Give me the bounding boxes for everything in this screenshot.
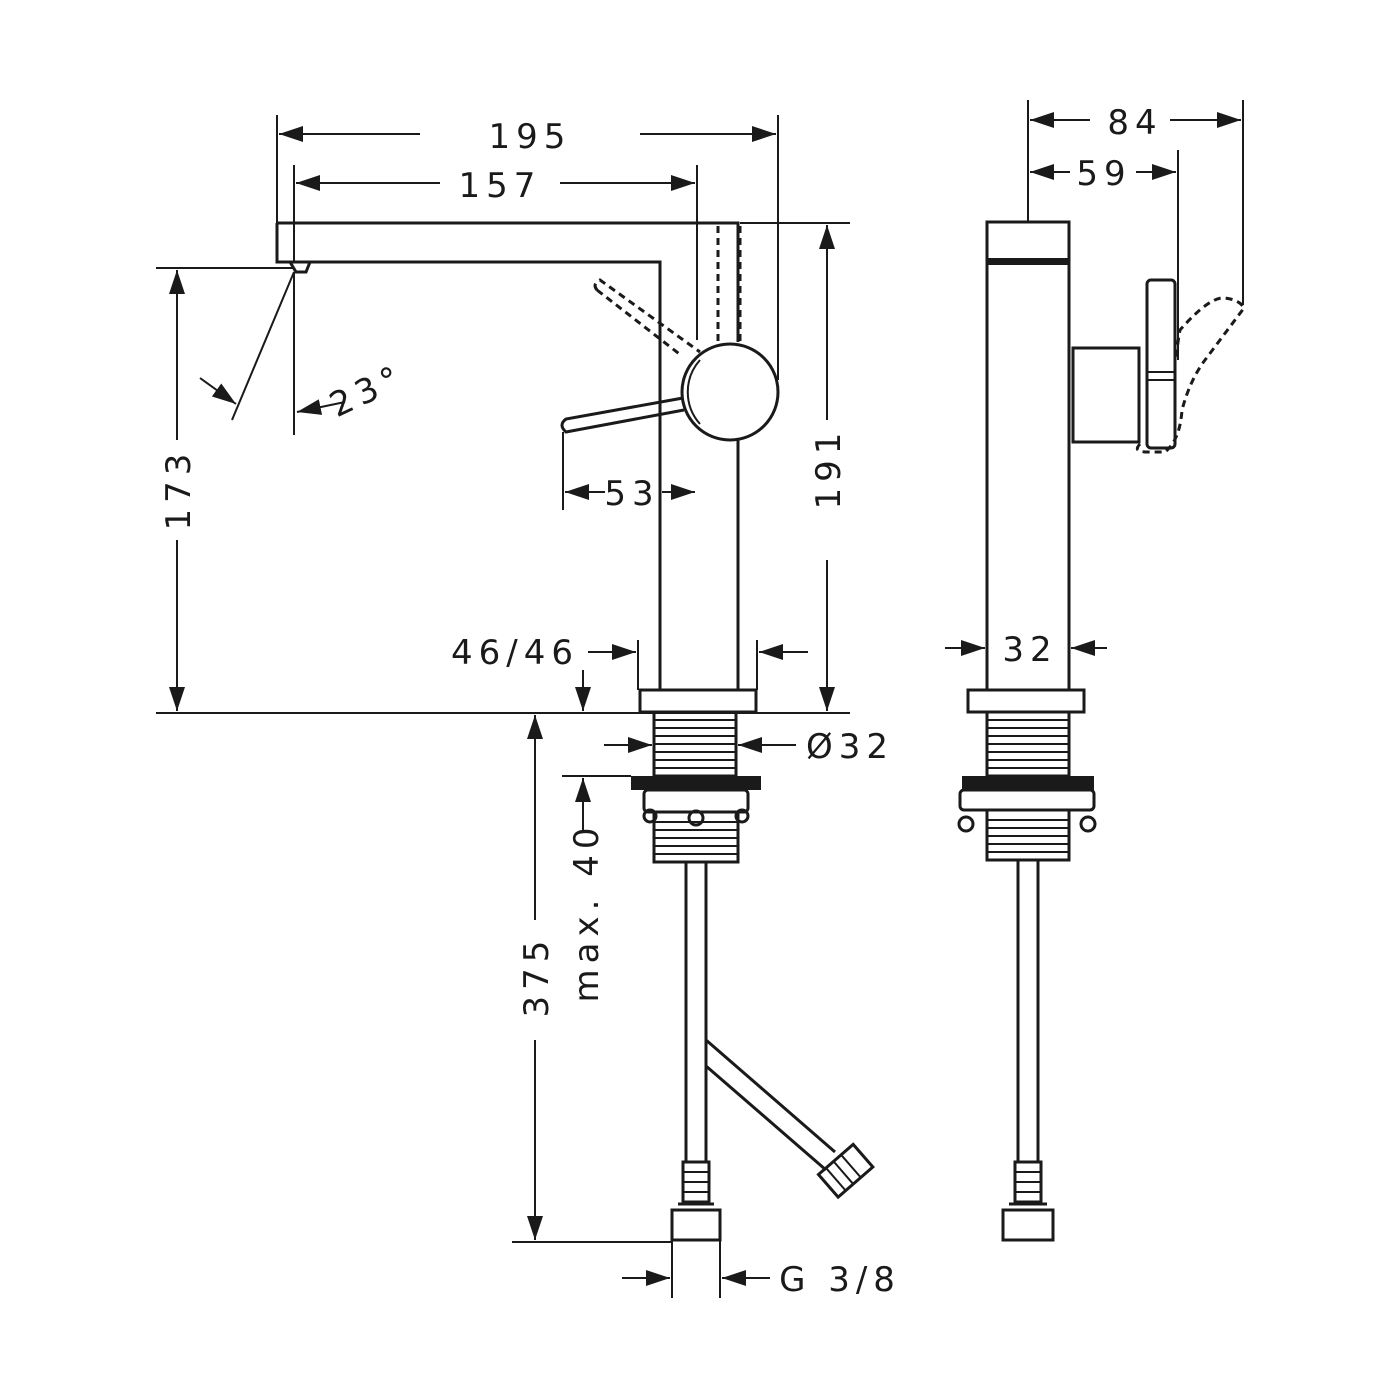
dim-connection: G 3/8	[779, 1260, 901, 1300]
dim-spout-height: 173	[159, 448, 199, 531]
base-plate	[638, 688, 758, 714]
dim-spout-angle: 23°	[324, 356, 412, 425]
dim-hose-length: 375	[517, 935, 557, 1018]
dim-overall-reach: 195	[489, 117, 572, 157]
front-view: 195 157 23° 173 191 53 46/46	[156, 115, 901, 1300]
side-lever-alt-position	[1135, 296, 1246, 454]
side-supply-hose	[1001, 860, 1055, 1242]
dim-max-counter-thickness: max. 40	[567, 822, 607, 1003]
fixing-nut	[631, 776, 761, 864]
dim-spout-reach: 157	[459, 166, 542, 206]
threaded-shank	[652, 710, 738, 778]
side-body	[985, 220, 1071, 692]
side-view: 84 59 32	[945, 100, 1246, 1242]
side-threaded-shank	[985, 710, 1071, 778]
dim-handle-offset: 53	[604, 474, 659, 514]
spout-outline	[275, 221, 740, 690]
side-handle-hub	[1071, 346, 1141, 444]
side-handle-disc	[1145, 278, 1177, 450]
dim-total-height: 191	[809, 427, 849, 510]
dim-base-size: 46/46	[451, 633, 579, 673]
dim-thread-diameter: Ø32	[806, 727, 894, 767]
mixer-disc-inner	[686, 359, 701, 425]
supply-hoses	[670, 862, 875, 1242]
dim-side-depth: 84	[1107, 103, 1162, 143]
mixer-disc	[680, 342, 780, 442]
lever-handle	[560, 396, 685, 434]
lever-alt-position-angled	[593, 278, 701, 358]
dim-side-body-depth: 59	[1076, 154, 1131, 194]
dim-side-width: 32	[1002, 630, 1057, 670]
lever-alt-position-upright	[716, 226, 742, 345]
side-fixing-nut	[957, 776, 1097, 862]
